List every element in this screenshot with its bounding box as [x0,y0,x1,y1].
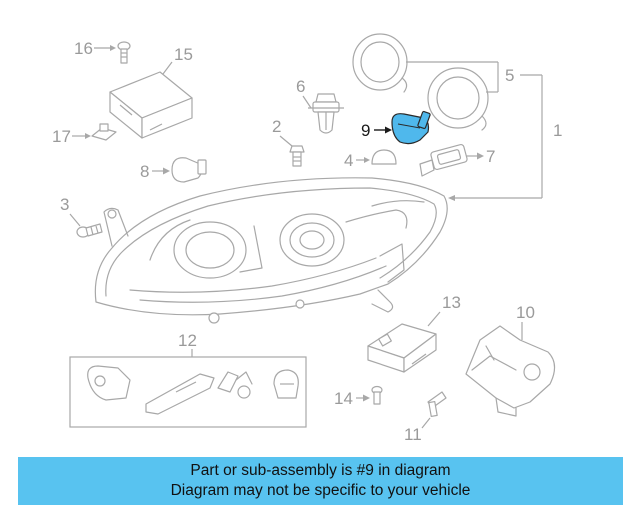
callout-15: 15 [174,45,193,64]
banner-line-2: Diagram may not be specific to your vehi… [170,482,471,499]
callout-6: 6 [296,77,305,96]
callout-12: 12 [178,331,197,350]
callout-3: 3 [60,195,69,214]
part-8-bulb: 8 [140,157,207,183]
callout-10: 10 [516,303,535,322]
callout-17: 17 [52,127,71,146]
callout-14: 14 [334,389,353,408]
part-15-control-module: 15 [109,45,193,139]
part-2-bolt: 2 [272,117,305,167]
info-banner: Part or sub-assembly is #9 in diagram Di… [18,457,623,505]
callout-16: 16 [74,39,93,58]
callout-5: 5 [505,66,514,85]
callout-2: 2 [272,117,281,136]
part-16-screw: 16 [74,39,131,64]
callout-9: 9 [361,121,370,140]
part-7-bulb: 7 [419,143,495,177]
part-12-kit: 12 [69,331,307,428]
part-17-clip: 17 [52,123,117,146]
callout-8: 8 [140,162,149,181]
headlamp-assembly [94,177,448,324]
part-5-caps: 5 [352,33,542,131]
callout-1: 1 [553,121,562,140]
banner-line-1: Part or sub-assembly is #9 in diagram [190,462,451,479]
callout-13: 13 [442,293,461,312]
part-1-leader: 1 [448,75,562,201]
part-4-cap: 4 [344,149,397,170]
part-13-ballast: 13 [367,293,461,373]
callout-11: 11 [404,425,422,444]
part-9-bulb-highlighted[interactable]: 9 [361,110,431,145]
callout-4: 4 [344,151,353,170]
callout-7: 7 [486,147,495,166]
part-3-screw: 3 [60,195,103,238]
part-11-bolt: 11 [404,391,447,444]
part-6-bulb: 6 [296,77,344,134]
part-14-screw: 14 [334,385,383,408]
part-10-bracket: 10 [465,303,556,417]
